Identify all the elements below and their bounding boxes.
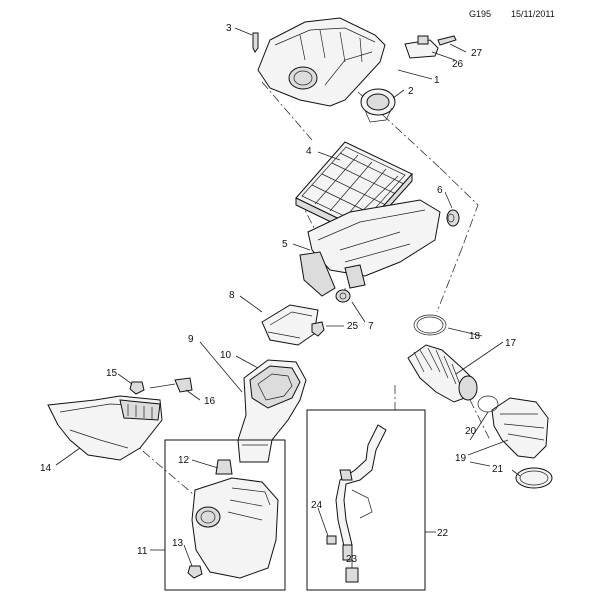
callout-19: 19 bbox=[455, 453, 467, 464]
callout-6: 6 bbox=[437, 185, 443, 196]
bolt-13 bbox=[187, 565, 203, 579]
callout-11: 11 bbox=[137, 546, 148, 557]
bolt-25 bbox=[311, 321, 325, 337]
intake-duct-9 bbox=[237, 359, 307, 463]
screw-3 bbox=[234, 27, 259, 53]
callout-8: 8 bbox=[229, 290, 235, 301]
callout-13: 13 bbox=[172, 538, 184, 549]
callout-5: 5 bbox=[282, 239, 288, 250]
callout-14: 14 bbox=[40, 463, 52, 474]
callout-20: 20 bbox=[465, 426, 477, 437]
rubber-elbow-19 bbox=[477, 395, 549, 459]
callout-21: 21 bbox=[492, 464, 504, 475]
hose-clamp-18 bbox=[413, 314, 447, 336]
diagram-date: 15/11/2011 bbox=[511, 9, 555, 19]
callout-7: 7 bbox=[368, 321, 374, 332]
callout-18: 18 bbox=[469, 331, 481, 342]
callout-labels: 3 27 26 1 2 4 6 5 8 7 25 18 17 9 10 15 1… bbox=[40, 23, 517, 565]
leader-lines bbox=[55, 43, 521, 568]
vent-hose-group-box bbox=[306, 409, 426, 591]
sensor-26 bbox=[404, 35, 457, 59]
callout-2: 2 bbox=[408, 86, 414, 97]
grommet-6 bbox=[446, 209, 460, 227]
hose-clamp-21 bbox=[515, 467, 553, 489]
callout-27: 27 bbox=[471, 48, 483, 59]
clip-24 bbox=[326, 535, 337, 545]
callout-24: 24 bbox=[311, 500, 323, 511]
callout-15: 15 bbox=[106, 368, 118, 379]
callout-3: 3 bbox=[226, 23, 232, 34]
duct-adapter-8 bbox=[261, 304, 319, 346]
clip-16 bbox=[149, 377, 193, 393]
corrugated-hose-17 bbox=[407, 344, 478, 403]
air-cleaner-housing bbox=[299, 199, 441, 297]
callout-26: 26 bbox=[452, 59, 464, 70]
bolt-15 bbox=[129, 381, 145, 395]
vent-hose-22 bbox=[335, 424, 387, 561]
connector-23 bbox=[345, 567, 359, 583]
callout-22: 22 bbox=[437, 528, 449, 539]
callout-17: 17 bbox=[505, 338, 517, 349]
callout-25: 25 bbox=[347, 321, 359, 332]
callout-16: 16 bbox=[204, 396, 216, 407]
diagram-code: G195 bbox=[469, 9, 491, 19]
callout-1: 1 bbox=[434, 75, 440, 86]
callout-9: 9 bbox=[188, 334, 194, 345]
callout-23: 23 bbox=[346, 554, 358, 565]
resonator-11 bbox=[191, 459, 279, 579]
callout-12: 12 bbox=[178, 455, 190, 466]
grommet-7 bbox=[335, 289, 351, 303]
maf-sensor bbox=[360, 88, 396, 123]
callout-10: 10 bbox=[220, 350, 232, 361]
air-cleaner-cover bbox=[257, 17, 386, 107]
resonator-duct-14 bbox=[47, 395, 163, 461]
callout-4: 4 bbox=[306, 146, 312, 157]
resonator-group-box bbox=[164, 439, 286, 591]
assembly-lines bbox=[129, 81, 491, 501]
